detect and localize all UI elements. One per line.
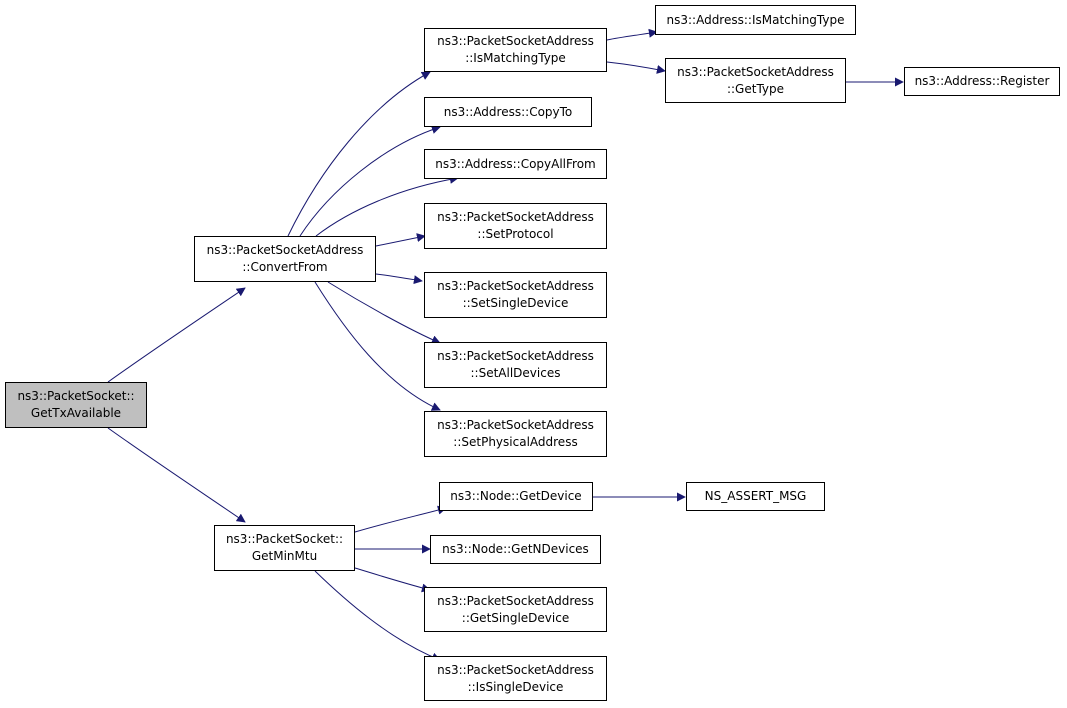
edge-getminmtu-to-node-getdevice: [354, 505, 447, 533]
node-label-line: ::SetAllDevices: [470, 366, 561, 380]
node-address-ismatchingtype[interactable]: ns3::Address::IsMatchingType: [655, 5, 856, 35]
node-getsingledevice[interactable]: ns3::PacketSocketAddress::GetSingleDevic…: [424, 587, 607, 632]
node-label-line: ::GetType: [726, 81, 785, 96]
node-getminmtu[interactable]: ns3::PacketSocket::GetMinMtu: [214, 525, 355, 571]
node-label-line: ns3::PacketSocketAddress: [677, 64, 834, 79]
node-node-getdevice[interactable]: ns3::Node::GetDevice: [439, 482, 593, 511]
node-label-line: NS_ASSERT_MSG: [704, 489, 807, 503]
node-label-line: ::GetSingleDevice: [461, 610, 570, 625]
node-label-line: ns3::PacketSocketAddress: [437, 34, 594, 48]
node-address-copyto[interactable]: ns3::Address::CopyTo: [424, 97, 592, 127]
node-setprotocol[interactable]: ns3::PacketSocketAddress::SetProtocol: [424, 203, 607, 249]
node-label-line: ns3::PacketSocket::: [17, 389, 135, 403]
node-node-getndevices[interactable]: ns3::Node::GetNDevices: [430, 535, 601, 564]
node-label-line: ::SetPhysicalAddress: [453, 435, 578, 449]
edge-convertfrom-to-setsingledevice: [375, 273, 423, 285]
edge-getminmtu-to-getsingledevice: [354, 567, 431, 593]
node-convertfrom[interactable]: ns3::PacketSocketAddress::ConvertFrom: [194, 236, 376, 282]
node-label-line: ns3::PacketSocketAddress: [437, 418, 594, 432]
edge-convertfrom-to-psa-ismatchingtype: [287, 71, 431, 237]
edge-gettxavailable-to-getminmtu: [107, 427, 246, 523]
node-label-line: ns3::Address::Register: [914, 74, 1050, 88]
node-label-line: ::IsMatchingType: [465, 51, 566, 65]
edge-convertfrom-to-setprotocol: [375, 233, 426, 247]
node-label-line: ns3::Address::IsMatchingType: [666, 12, 845, 27]
node-psa-gettype[interactable]: ns3::PacketSocketAddress::GetType: [665, 58, 846, 103]
edge-gettxavailable-to-convertfrom: [107, 287, 246, 383]
node-setsingledevice[interactable]: ns3::PacketSocketAddress::SetSingleDevic…: [424, 272, 607, 318]
node-setphysicaladdress[interactable]: ns3::PacketSocketAddress::SetPhysicalAdd…: [424, 411, 607, 457]
node-label-line: ns3::PacketSocketAddress: [206, 243, 364, 257]
node-label-line: ::ConvertFrom: [242, 260, 328, 274]
node-label-line: ns3::PacketSocketAddress: [437, 593, 594, 608]
node-ns-assert-msg[interactable]: NS_ASSERT_MSG: [686, 482, 825, 511]
node-label-line: ns3::PacketSocketAddress: [437, 210, 594, 224]
node-label-line: ns3::PacketSocket::: [225, 532, 344, 546]
edge-convertfrom-to-address-copyallfrom: [315, 174, 459, 237]
node-label-line: ::SetSingleDevice: [462, 296, 569, 310]
node-label-line: ns3::PacketSocketAddress: [437, 662, 594, 677]
node-label-line: GetTxAvailable: [30, 406, 122, 420]
node-label-line: ns3::Node::GetNDevices: [442, 542, 589, 556]
node-label-line: GetMinMtu: [251, 549, 318, 563]
node-label-line: ns3::PacketSocketAddress: [437, 279, 594, 293]
node-label-line: ns3::PacketSocketAddress: [437, 349, 594, 363]
node-setalldevices[interactable]: ns3::PacketSocketAddress::SetAllDevices: [424, 342, 607, 388]
node-psa-ismatchingtype[interactable]: ns3::PacketSocketAddress::IsMatchingType: [424, 28, 607, 72]
node-label-line: ns3::Address::CopyTo: [443, 104, 573, 119]
node-label-line: ns3::Node::GetDevice: [450, 489, 582, 503]
edge-convertfrom-to-setalldevices: [327, 281, 441, 344]
edge-psa-ismatchingtype-to-address-ismatchingtype: [606, 28, 658, 41]
node-gettxavailable: ns3::PacketSocket::GetTxAvailable: [5, 382, 147, 428]
node-address-copyallfrom[interactable]: ns3::Address::CopyAllFrom: [424, 149, 607, 179]
edge-convertfrom-to-address-copyto: [299, 125, 441, 237]
node-label-line: ns3::Address::CopyAllFrom: [435, 156, 596, 171]
edge-convertfrom-to-setphysicaladdress: [314, 281, 441, 411]
node-issingledevice[interactable]: ns3::PacketSocketAddress::IsSingleDevice: [424, 656, 607, 701]
node-address-register[interactable]: ns3::Address::Register: [904, 67, 1060, 96]
edge-psa-ismatchingtype-to-psa-gettype: [606, 61, 666, 74]
node-label-line: ::IsSingleDevice: [467, 679, 564, 694]
edge-getminmtu-to-issingledevice: [314, 570, 441, 662]
node-label-line: ::SetProtocol: [477, 227, 554, 241]
